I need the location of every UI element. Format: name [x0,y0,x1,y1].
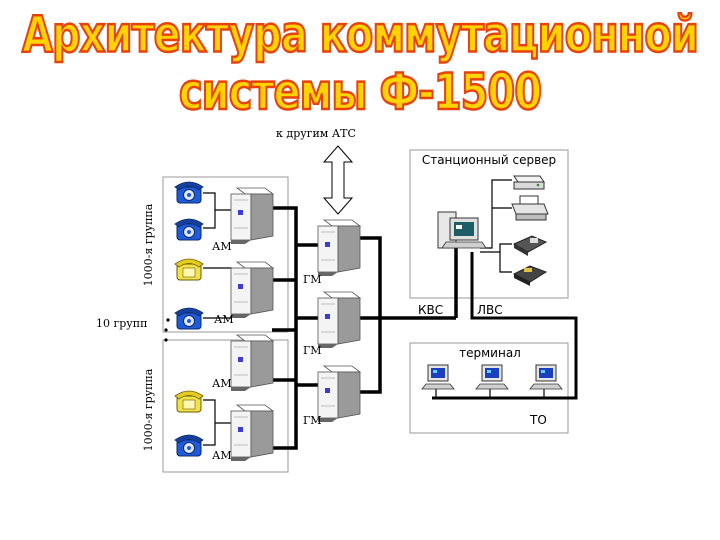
telephone-icon [174,258,204,281]
modem-icon [513,175,545,190]
groups-count-label: 10 групп [96,317,147,330]
server-peripheral-links [435,179,545,398]
server-rack-icon [230,261,274,319]
to-label: ТО [529,413,547,427]
am-label: АМ [214,313,234,326]
monitor-icon [421,364,455,390]
telephone-icon [174,307,204,330]
am-label: АМ [212,377,232,390]
other-atc-label: к другим АТС [276,127,356,140]
disk-drive-icon [512,265,548,286]
monitor-icon [529,364,563,390]
am-label: АМ [212,240,232,253]
server-rack-icon [230,334,274,392]
group-bottom-box [162,339,289,473]
fax-icon [512,235,548,256]
lan-links [432,252,578,400]
ellipsis-dots [164,318,170,342]
workstation-icon [437,211,487,249]
server-rack-icon [317,219,361,277]
telephone-icon [174,181,204,204]
group-top-label: 1000-я группа [142,203,155,286]
gm-label: ГМ [303,414,322,427]
monitor-icon [475,364,509,390]
telephone-icon [174,390,204,413]
diagram-title: Архитектура коммутационной системы Ф-150… [21,5,700,123]
gm-label: ГМ [303,344,322,357]
double-arrow-icon [322,145,354,215]
lvs-label: ЛВС [477,303,503,317]
printer-icon [511,195,549,221]
station-server-label: Станционный сервер [422,153,556,167]
gm-label: ГМ [303,273,322,286]
terminal-box [409,342,569,434]
server-rack-icon [317,291,361,349]
phone-links [203,192,232,446]
telephone-icon [174,434,204,457]
terminal-label: терминал [459,346,521,360]
am-label: АМ [212,449,232,462]
telephone-icon [174,218,204,241]
station-server-box [409,149,569,299]
kvs-label: КВС [418,303,443,317]
trunk-links [272,206,458,450]
server-rack-icon [230,187,274,245]
group-top-box [162,176,289,333]
server-rack-icon [317,365,361,423]
group-bottom-label: 1000-я группа [142,368,155,451]
server-rack-icon [230,404,274,462]
